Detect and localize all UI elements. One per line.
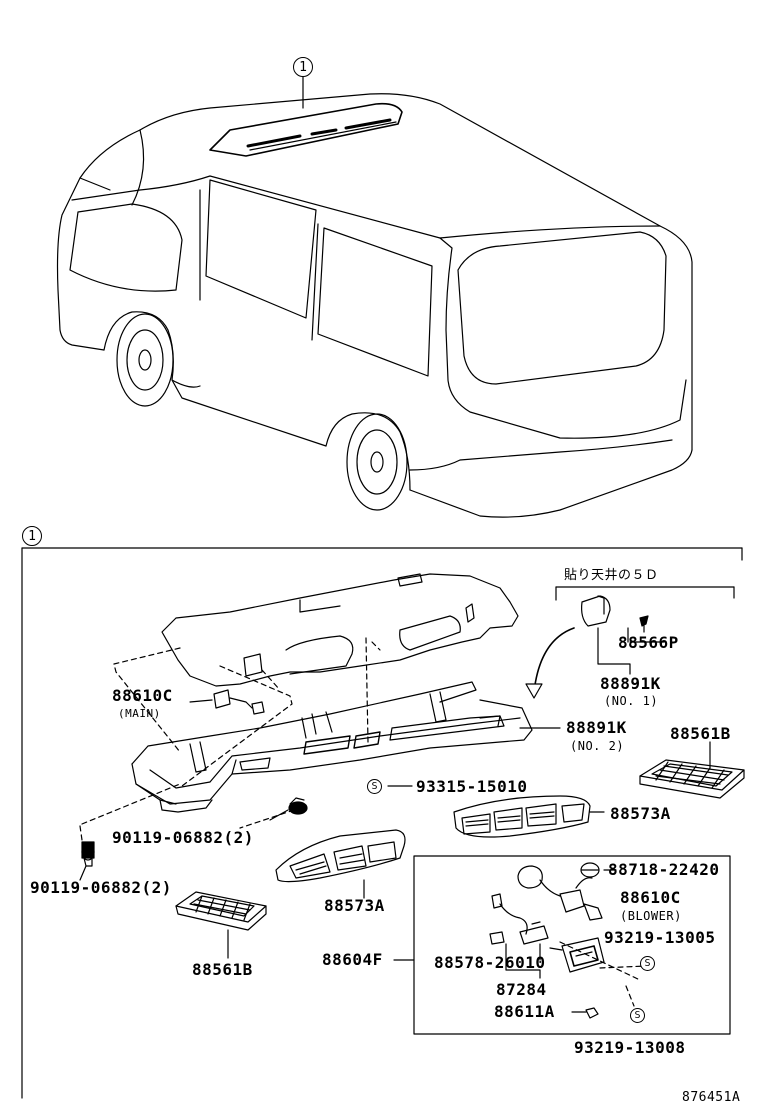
roof-panel-outline — [161, 573, 519, 687]
callout-circle-1: 1 — [293, 57, 313, 77]
note-japanese: 貼り天井の５Ｄ — [564, 568, 659, 583]
louver-88573a-left — [275, 829, 406, 899]
fasteners — [81, 797, 308, 867]
label-93219-13005: 93219-13005 — [604, 928, 716, 947]
duct-no1-parts — [525, 595, 665, 699]
louver-88573a-right — [453, 795, 605, 838]
leader-lines — [79, 727, 617, 881]
label-88610c-blower-sub: (BLOWER) — [620, 909, 682, 923]
label-88566p: 88566P — [618, 633, 679, 652]
symbol-s-93219-13008: S — [630, 1008, 645, 1023]
switch-main-88610c — [189, 689, 265, 715]
label-88718-22420: 88718-22420 — [608, 860, 720, 879]
label-88611a: 88611A — [494, 1002, 555, 1021]
grille-88561b-left — [175, 891, 267, 959]
label-88578-26010: 88578-26010 — [434, 953, 546, 972]
label-90119-06882-a: 90119-06882(2) — [112, 828, 254, 847]
label-88891k-no1-sub: (NO. 1) — [604, 694, 659, 708]
label-88891k-no1: 88891K — [600, 674, 661, 693]
label-88561b-right: 88561B — [670, 724, 731, 743]
section-frame — [21, 547, 743, 1099]
grille-88561b-right — [639, 741, 745, 799]
label-88610c-main-sub: (MAIN) — [118, 707, 161, 720]
label-88891k-no2-sub: (NO. 2) — [570, 739, 625, 753]
label-90119-06882-b: 90119-06882(2) — [30, 878, 172, 897]
label-93315-15010: 93315-15010 — [416, 777, 528, 796]
blower-subassembly-box — [393, 855, 731, 1035]
label-88573a-left: 88573A — [324, 896, 385, 915]
label-88561b-left: 88561B — [192, 960, 253, 979]
label-88573a-right: 88573A — [610, 804, 671, 823]
label-88610c-main: 88610C — [112, 686, 173, 705]
label-93219-13008: 93219-13008 — [574, 1038, 686, 1057]
label-88610c-blower: 88610C — [620, 888, 681, 907]
figure-id: 876451A — [682, 1090, 741, 1105]
label-88891k-no2: 88891K — [566, 718, 627, 737]
section-ref-circle-1: 1 — [22, 526, 42, 546]
van-illustration — [56, 76, 693, 518]
label-87284: 87284 — [496, 980, 547, 999]
symbol-s-93315: S — [367, 779, 382, 794]
symbol-s-93219-13005: S — [640, 956, 655, 971]
assembly-lines — [79, 637, 647, 1007]
main-duct — [131, 681, 533, 813]
label-88604f: 88604F — [322, 950, 383, 969]
